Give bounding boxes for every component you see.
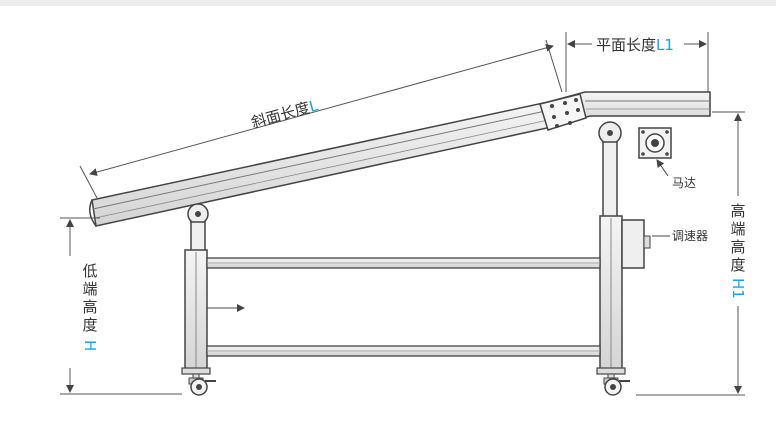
svg-text:高: 高 bbox=[730, 202, 745, 220]
speed-controller bbox=[621, 219, 670, 269]
high-height-label: 高 端 高 度 H1 bbox=[729, 202, 747, 299]
svg-text:度: 度 bbox=[82, 316, 97, 334]
svg-text:高: 高 bbox=[730, 238, 745, 256]
svg-text:H1: H1 bbox=[729, 278, 747, 299]
motor bbox=[638, 127, 672, 177]
svg-text:高: 高 bbox=[82, 298, 97, 316]
low-support-leg bbox=[181, 203, 211, 381]
frame-crossbars bbox=[206, 257, 601, 357]
svg-text:度: 度 bbox=[730, 256, 745, 274]
low-height-label: 低 端 高 度 H bbox=[81, 262, 99, 351]
high-support-leg bbox=[596, 121, 626, 381]
low-height-dimension bbox=[60, 217, 182, 395]
flat-length-label: 平面长度L1 bbox=[596, 36, 674, 54]
flat-length-dimension bbox=[565, 32, 709, 92]
svg-text:端: 端 bbox=[82, 280, 97, 298]
motor-label: 马达 bbox=[672, 176, 696, 190]
slope-length-label: 斜面长度L bbox=[249, 96, 320, 132]
svg-text:端: 端 bbox=[730, 220, 745, 238]
high-caster-wheel bbox=[603, 377, 630, 396]
svg-text:H: H bbox=[81, 340, 99, 351]
high-height-dimension bbox=[636, 111, 747, 396]
top-band bbox=[0, 0, 776, 6]
low-caster-wheel bbox=[188, 377, 216, 396]
conveyor-belt bbox=[89, 91, 711, 227]
slope-length-dimension bbox=[79, 39, 563, 199]
speed-controller-label: 调速器 bbox=[672, 229, 708, 243]
svg-text:低: 低 bbox=[82, 262, 97, 280]
